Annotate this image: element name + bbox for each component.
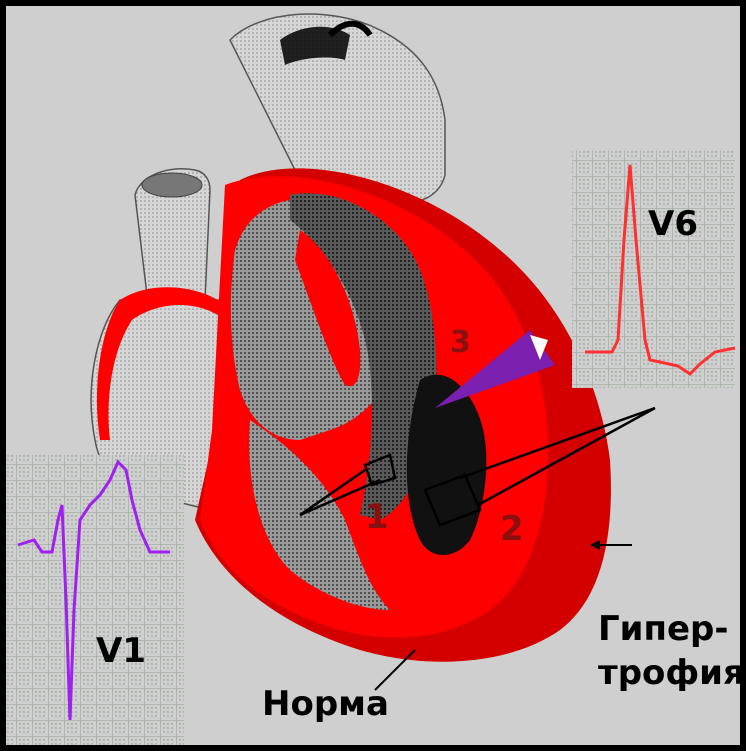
lead-v1-label: V1 <box>96 631 146 671</box>
ecg-v6-panel <box>572 150 735 388</box>
number-1-label: 1 <box>365 497 389 537</box>
hypertrophy-label-line2: трофия <box>598 653 745 693</box>
number-2-label: 2 <box>500 509 524 549</box>
hypertrophy-label-line1: Гипер- <box>598 609 729 649</box>
lead-v6-label: V6 <box>648 204 698 244</box>
number-3-label: 3 <box>450 325 471 360</box>
norma-label: Норма <box>262 684 389 724</box>
ecg-v1-panel <box>6 455 184 745</box>
